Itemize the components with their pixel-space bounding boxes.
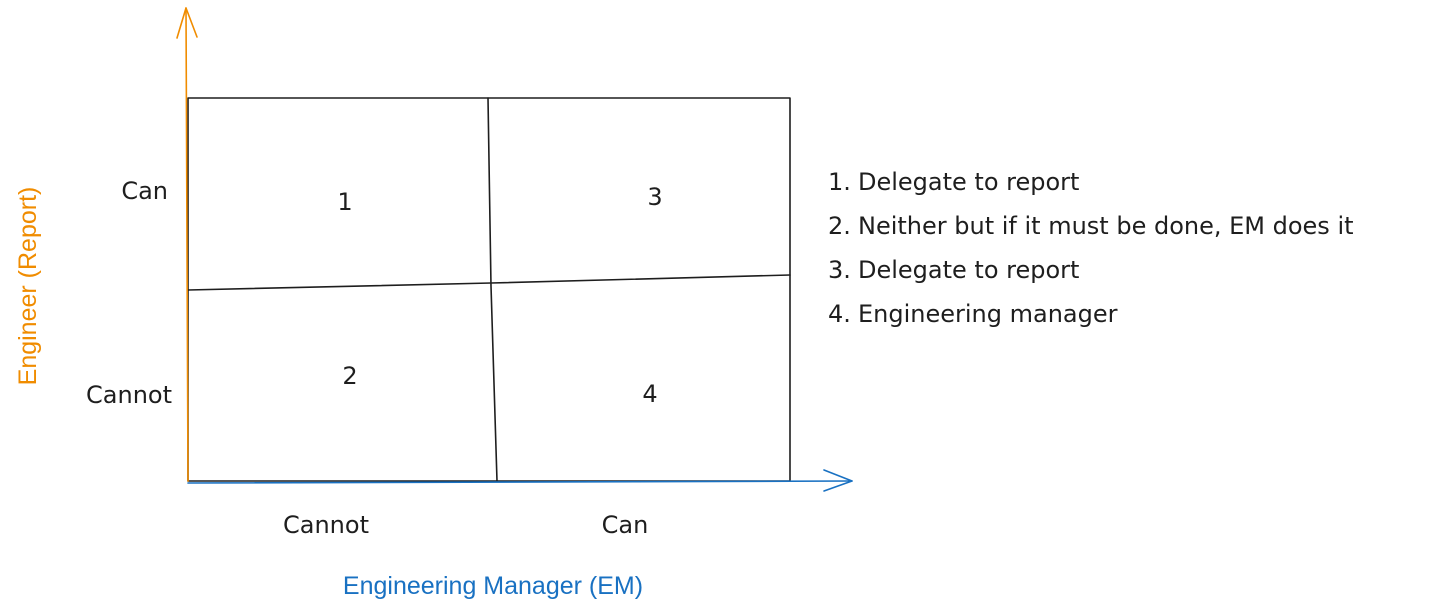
x-tick-can: Can xyxy=(602,511,649,539)
legend-item-text: Delegate to report xyxy=(858,168,1080,196)
legend-item: 4.Engineering manager xyxy=(828,294,1354,338)
legend-item-text: Delegate to report xyxy=(858,256,1080,284)
legend-list: 1.Delegate to report 2.Neither but if it… xyxy=(828,162,1354,338)
x-axis-arrowhead xyxy=(823,469,853,492)
y-axis-line xyxy=(185,7,189,482)
x-axis-title: Engineering Manager (EM) xyxy=(343,572,643,600)
legend-item-number: 2. xyxy=(828,212,851,240)
quadrant-3-label: 3 xyxy=(647,183,662,211)
grid-horizontal-divider xyxy=(187,274,791,291)
legend-item-number: 1. xyxy=(828,168,851,196)
y-tick-can: Can xyxy=(121,177,168,205)
legend-item-text: Engineering manager xyxy=(858,300,1118,328)
grid-vertical-divider xyxy=(487,97,498,482)
y-tick-cannot: Cannot xyxy=(86,381,172,409)
legend-item-text: Neither but if it must be done, EM does … xyxy=(858,212,1354,240)
quadrant-2-label: 2 xyxy=(342,362,357,390)
y-axis-arrowhead xyxy=(176,7,198,39)
legend-item-number: 4. xyxy=(828,300,851,328)
legend-item: 1.Delegate to report xyxy=(828,162,1354,206)
legend-item: 2.Neither but if it must be done, EM doe… xyxy=(828,206,1354,250)
legend-item-number: 3. xyxy=(828,256,851,284)
y-axis-title: Engineer (Report) xyxy=(14,187,42,386)
x-tick-cannot: Cannot xyxy=(283,511,369,539)
quadrant-1-label: 1 xyxy=(337,188,352,216)
legend-item: 3.Delegate to report xyxy=(828,250,1354,294)
x-axis-line xyxy=(187,480,853,484)
quadrant-4-label: 4 xyxy=(642,380,657,408)
